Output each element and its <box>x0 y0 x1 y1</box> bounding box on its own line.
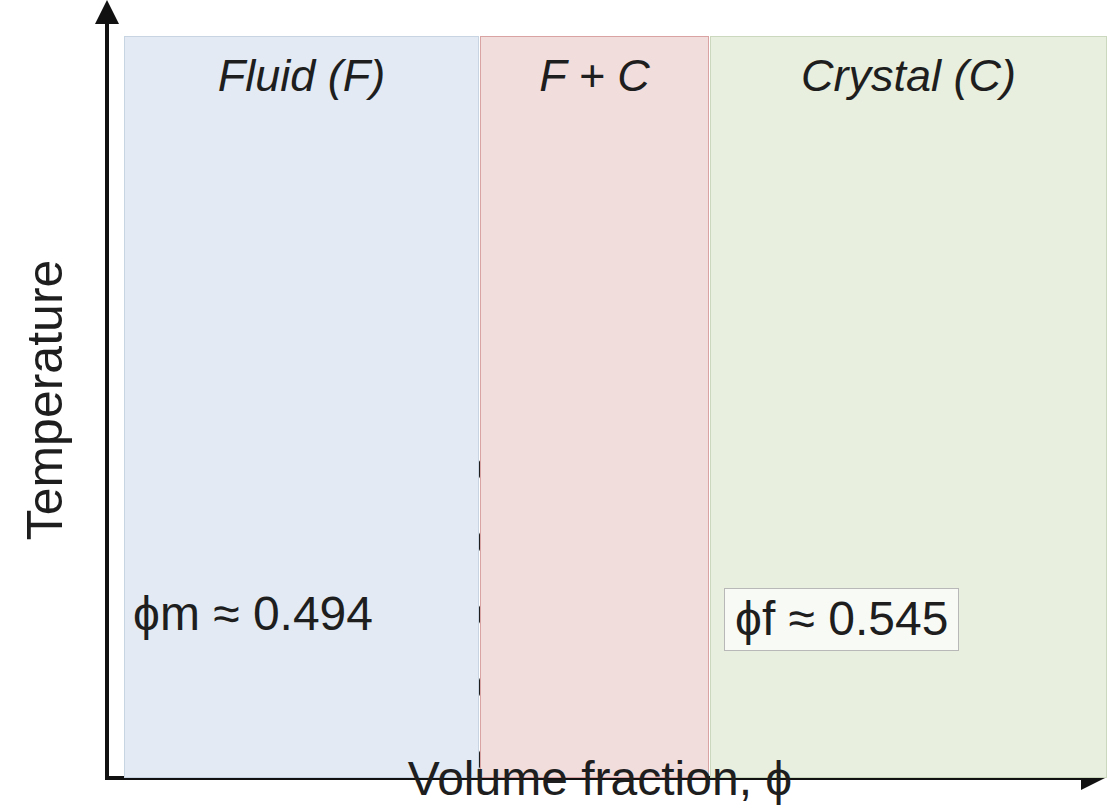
axis-title: Volume fraction, ϕ <box>408 753 792 806</box>
coexistence-band: F + C <box>480 36 709 778</box>
band-heading: Fluid (F) <box>125 37 478 101</box>
axis-title: Temperature <box>18 260 73 541</box>
y-axis <box>105 8 109 778</box>
fluid-band: Fluid (F) <box>124 36 479 778</box>
band-heading: F + C <box>481 37 708 101</box>
y-axis-head <box>95 0 119 24</box>
crystal-band: Crystal (C) <box>710 36 1107 778</box>
melting-fraction: ϕm ≈ 0.494 <box>133 588 373 641</box>
freezing-fraction: ϕf ≈ 0.545 <box>724 588 959 651</box>
band-heading: Crystal (C) <box>711 37 1106 101</box>
